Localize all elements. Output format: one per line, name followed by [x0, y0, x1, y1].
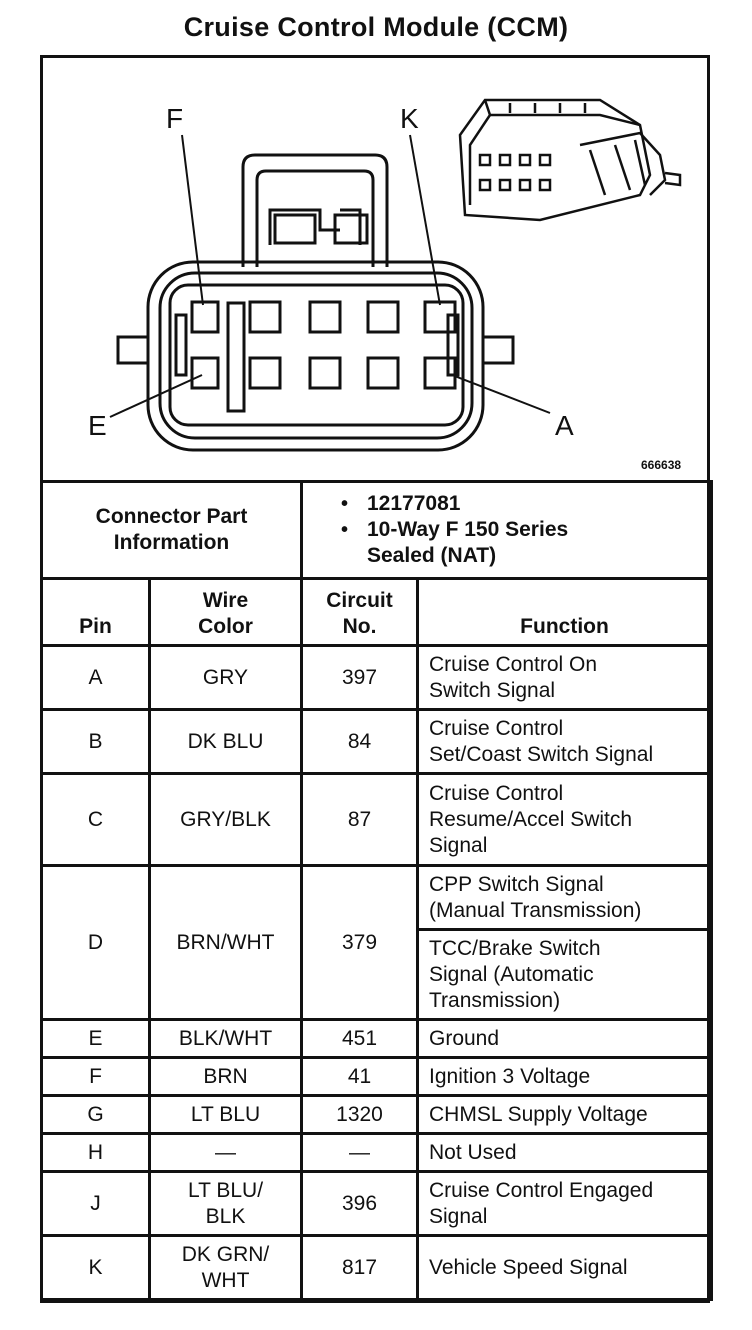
pin-cell: F — [40, 1056, 151, 1097]
connector-part-number: 12177081 — [341, 491, 710, 517]
connector-3d-sketch — [458, 98, 682, 222]
figure-number: 666638 — [641, 458, 682, 472]
leader-A — [451, 374, 551, 414]
wire-color-cell: BRN — [148, 1056, 303, 1097]
pin-table-header: Pin Wire Color Circuit No. Function — [40, 577, 713, 647]
table-row: H——Not Used — [40, 1132, 713, 1173]
leader-E — [109, 374, 203, 418]
cavity-H — [308, 300, 342, 334]
leader-F — [181, 134, 204, 306]
function-cell: Vehicle Speed Signal — [416, 1234, 713, 1301]
wire-color-cell: LT BLU — [148, 1094, 303, 1135]
connector-drawing — [109, 98, 682, 452]
wire-color-cell: GRY — [148, 644, 303, 711]
latch-outer — [241, 153, 389, 267]
header-pin: Pin — [40, 577, 151, 647]
wire-color-cell: BLK/WHT — [148, 1018, 303, 1059]
wire-color-cell: DK GRN/WHT — [148, 1234, 303, 1301]
wire-color-cell: BRN/WHT — [148, 864, 303, 1021]
connector-info-table: Connector Part Information 12177081 10-W… — [40, 480, 713, 580]
pin-cell: B — [40, 708, 151, 775]
function-cell: CHMSL Supply Voltage — [416, 1094, 713, 1135]
pin-cell: H — [40, 1132, 151, 1173]
wire-color-cell: LT BLU/BLK — [148, 1170, 303, 1237]
pin-label-K: K — [400, 103, 419, 134]
pin-label-F: F — [166, 103, 184, 134]
header-wire-color: Wire Color — [148, 577, 303, 647]
connector-info-label: Connector Part Information — [40, 480, 303, 580]
cavity-F — [190, 300, 220, 334]
cavity-G — [248, 300, 282, 334]
cavity-C — [308, 356, 342, 390]
cavity-A — [423, 356, 457, 390]
cavity-B — [366, 356, 400, 390]
right-tab — [481, 335, 515, 365]
function-cell: Ground — [416, 1018, 713, 1059]
circuit-cell: 396 — [300, 1170, 419, 1237]
latch-inner — [255, 169, 375, 267]
circuit-cell: 87 — [300, 772, 419, 867]
connector-body — [146, 260, 485, 452]
connector-info-values: 12177081 10-Way F 150 Series Sealed (NAT… — [300, 480, 713, 580]
function-cell: Ignition 3 Voltage — [416, 1056, 713, 1097]
connector-diagram: F K E A 666638 — [40, 55, 710, 480]
pin-cell: G — [40, 1094, 151, 1135]
cavity-J — [366, 300, 400, 334]
pin-cell: E — [40, 1018, 151, 1059]
wire-color-cell: — — [148, 1132, 303, 1173]
circuit-cell: 817 — [300, 1234, 419, 1301]
pin-label-E: E — [88, 410, 107, 441]
function-cell: CPP Switch Signal(Manual Transmission) — [416, 864, 713, 931]
circuit-cell: 41 — [300, 1056, 419, 1097]
pin-label-A: A — [555, 410, 574, 441]
pin-cell: A — [40, 644, 151, 711]
page-title: Cruise Control Module (CCM) — [183, 12, 569, 42]
cavity-E — [190, 356, 220, 390]
circuit-cell: 397 — [300, 644, 419, 711]
leader-K — [409, 134, 441, 306]
wire-color-cell: DK BLU — [148, 708, 303, 775]
circuit-cell: 1320 — [300, 1094, 419, 1135]
pin-cell: J — [40, 1170, 151, 1237]
header-circuit-no: Circuit No. — [300, 577, 419, 647]
cavity-D — [248, 356, 282, 390]
circuit-cell: 379 — [300, 864, 419, 1021]
circuit-cell: 84 — [300, 708, 419, 775]
wire-color-cell: GRY/BLK — [148, 772, 303, 867]
cavity-K — [423, 300, 457, 334]
circuit-cell: — — [300, 1132, 419, 1173]
pin-cell: D — [40, 864, 151, 1021]
left-tab — [116, 335, 150, 365]
connector-type: 10-Way F 150 Series Sealed (NAT) — [341, 517, 710, 569]
pin-cell: C — [40, 772, 151, 867]
circuit-cell: 451 — [300, 1018, 419, 1059]
function-cell: Not Used — [416, 1132, 713, 1173]
pin-cell: K — [40, 1234, 151, 1301]
header-function: Function — [416, 577, 713, 647]
